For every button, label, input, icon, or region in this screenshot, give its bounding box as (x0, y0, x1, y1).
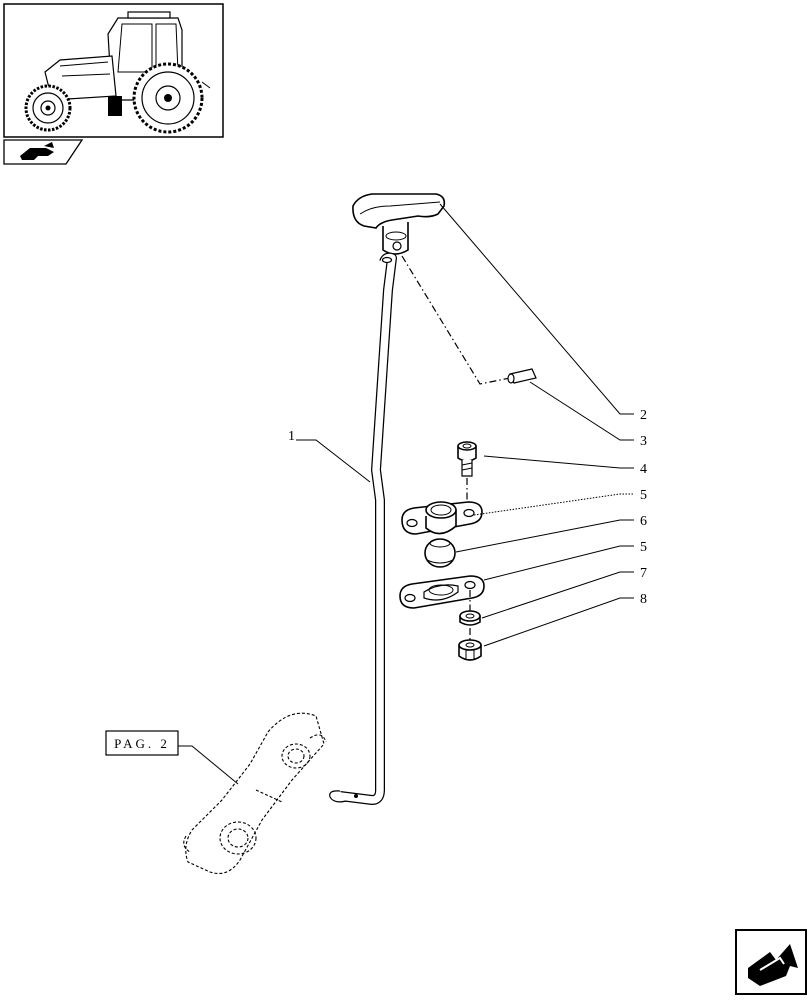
leader-pag2 (178, 745, 239, 785)
callout-5-upper: 5 (640, 488, 647, 503)
callout-4: 4 (640, 462, 647, 477)
reference-box-pag2[interactable]: PAG. 2 (105, 730, 179, 756)
callout-numbers: 1 2 3 4 5 6 5 7 8 (288, 408, 647, 607)
ball-bushing-part (424, 538, 456, 568)
callout-7: 7 (640, 566, 647, 581)
callout-2: 2 (640, 408, 647, 423)
leader-lines (296, 203, 634, 647)
washer-part (459, 610, 481, 626)
nut-part (458, 639, 482, 661)
callout-1: 1 (288, 429, 295, 444)
cap-screw-part (457, 441, 477, 477)
next-page-arrow-icon[interactable] (735, 929, 807, 995)
hand-pointer-section-icon[interactable] (3, 139, 84, 165)
reference-linkage-ghost (183, 712, 327, 875)
pin-part (507, 368, 537, 384)
rod-part (329, 252, 397, 805)
callout-6: 6 (640, 514, 647, 529)
t-handle-part (352, 193, 446, 255)
reference-box-label: PAG. 2 (114, 736, 170, 751)
lower-flange-part (399, 575, 485, 609)
tractor-thumbnail-icon[interactable] (3, 3, 224, 138)
callout-3: 3 (640, 434, 647, 449)
callout-5-lower: 5 (640, 540, 647, 555)
upper-flange-part (401, 501, 483, 535)
assembly-line-pin (401, 255, 511, 385)
callout-8: 8 (640, 592, 647, 607)
